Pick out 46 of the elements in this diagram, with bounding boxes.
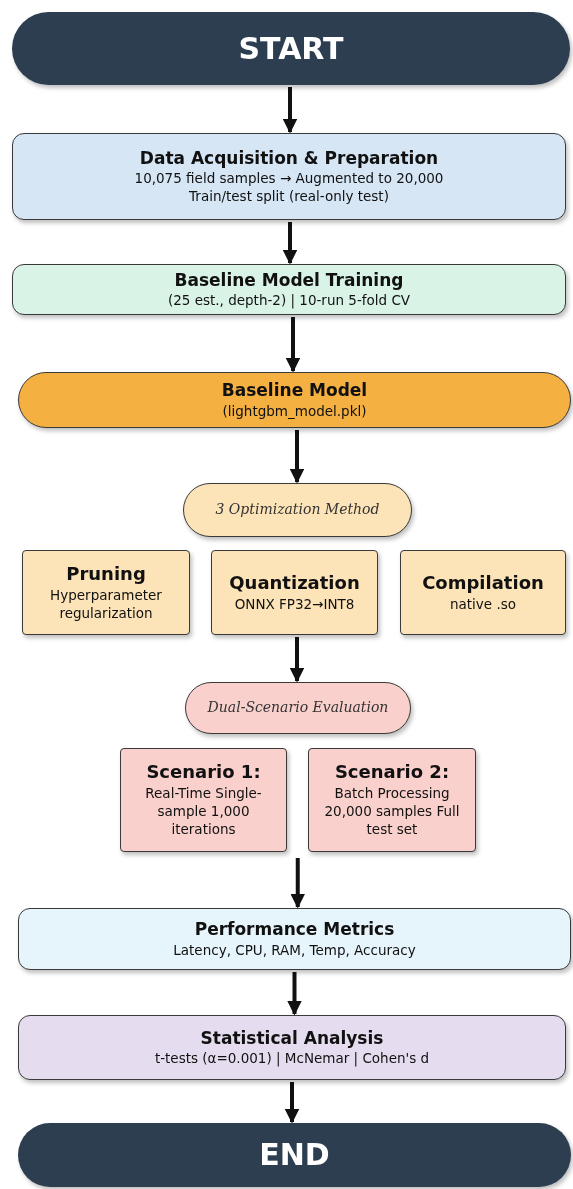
option-box bbox=[308, 748, 476, 852]
arrow bbox=[282, 87, 298, 134]
arrow bbox=[284, 1082, 300, 1124]
node-title: 3 Optimization Method bbox=[215, 501, 380, 519]
node-title: Scenario 1: bbox=[146, 761, 261, 784]
node-detail: Batch Processing 20,000 samples Full test set bbox=[323, 783, 461, 839]
arrow bbox=[290, 858, 305, 909]
arrow bbox=[289, 637, 305, 683]
node-title: Statistical Analysis bbox=[200, 1027, 384, 1049]
group-heading-pill bbox=[185, 682, 411, 734]
node-detail: native .so bbox=[448, 594, 517, 613]
node-title: Baseline Model bbox=[221, 380, 368, 402]
node-title: Pruning bbox=[66, 563, 146, 586]
node-title: END bbox=[259, 1136, 330, 1174]
node-title: Dual-Scenario Evaluation bbox=[207, 699, 389, 717]
node-title: Performance Metrics bbox=[194, 919, 395, 941]
node-detail: Real-Time Single-sample 1,000 iterations bbox=[144, 783, 263, 839]
node-title: Quantization bbox=[229, 572, 360, 595]
arrow bbox=[282, 222, 298, 265]
option-box bbox=[120, 748, 287, 852]
group-heading-pill bbox=[183, 483, 412, 537]
node-title: Baseline Model Training bbox=[174, 269, 404, 291]
node-detail: ONNX FP32→INT8 bbox=[233, 594, 356, 613]
arrow bbox=[289, 430, 305, 484]
process-box bbox=[18, 908, 571, 970]
option-box bbox=[211, 550, 378, 635]
node-detail: Latency, CPU, RAM, Temp, Accuracy bbox=[172, 940, 417, 959]
terminal-pill bbox=[18, 1123, 571, 1187]
node-title: Data Acquisition & Preparation bbox=[139, 147, 439, 169]
node-detail: Hyperparameter regularization bbox=[49, 585, 163, 622]
node-title: Compilation bbox=[422, 572, 544, 595]
node-detail: 10,075 field samples → Augmented to 20,000 Train/test split (real-only test) bbox=[133, 168, 445, 206]
node-title: Scenario 2: bbox=[334, 761, 450, 784]
node-detail: (25 est., depth-2) | 10-run 5-fold CV bbox=[166, 291, 412, 310]
option-box bbox=[22, 550, 190, 635]
terminal-pill bbox=[12, 12, 570, 85]
arrow bbox=[285, 317, 301, 373]
node-detail: t-tests (α=0.001) | McNemar | Cohen's d bbox=[153, 1049, 431, 1068]
node-detail: (lightgbm_model.pkl) bbox=[221, 401, 368, 420]
process-box bbox=[18, 1015, 566, 1080]
arrow bbox=[287, 972, 302, 1016]
process-box bbox=[12, 264, 566, 315]
process-box bbox=[12, 133, 566, 220]
model-pill bbox=[18, 372, 571, 428]
option-box bbox=[400, 550, 566, 635]
node-title: START bbox=[238, 29, 344, 68]
